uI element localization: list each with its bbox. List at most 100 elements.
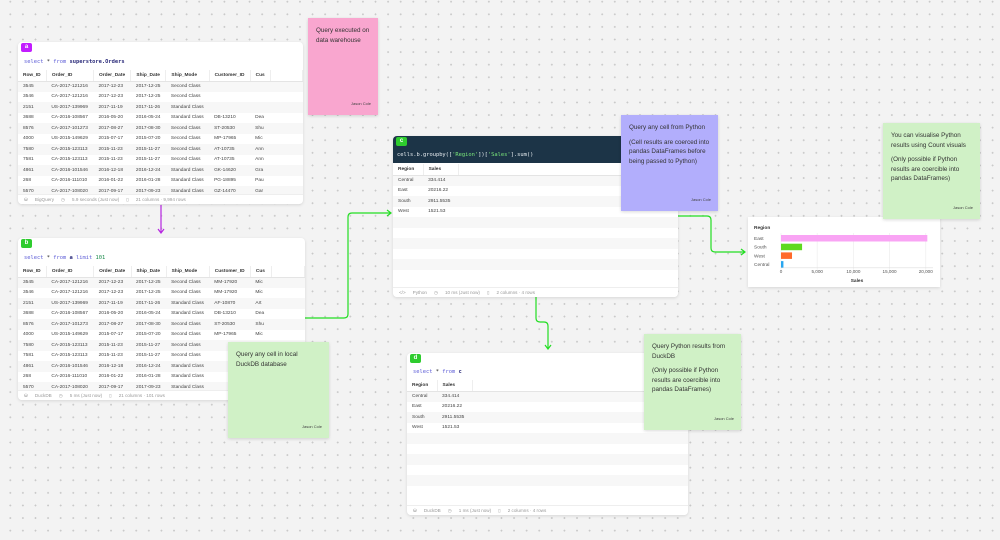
table-cell[interactable]: DB-13210 (214, 115, 236, 121)
table-cell[interactable]: 2015-11-23 (93, 144, 131, 155)
table-cell[interactable]: Mic (250, 277, 271, 288)
column-header[interactable]: Region (393, 164, 424, 176)
table-cell[interactable]: 2017-12-25 (135, 94, 161, 100)
table-cell[interactable]: 2015-07-17 (98, 332, 124, 338)
table-cell[interactable]: South (407, 412, 438, 423)
table-cell[interactable]: Second Class (166, 277, 210, 288)
table-cell[interactable]: 2017-09-17 (93, 382, 132, 393)
table-cell[interactable]: Central (407, 391, 438, 402)
sql-editor[interactable]: select * from superstore.Orders (24, 59, 125, 65)
table-cell[interactable]: 2017-11-19 (93, 102, 131, 113)
table-cell[interactable]: 2017-11-26 (131, 298, 167, 309)
table-cell[interactable]: Mic (255, 136, 263, 142)
cell-tag-c[interactable]: c (396, 137, 407, 146)
table-cell[interactable]: 2017-12-25 (131, 277, 167, 288)
table-cell[interactable]: 2015-11-27 (131, 340, 167, 351)
table-cell[interactable]: South (393, 196, 424, 207)
column-header[interactable]: Customer_ID (209, 70, 251, 82)
table-cell[interactable] (209, 92, 250, 103)
table-cell[interactable]: 2015-11-23 (98, 353, 123, 359)
table-cell[interactable]: Central (393, 175, 424, 186)
sql-editor[interactable]: select * from a limit 101 (24, 255, 105, 261)
table-cell[interactable]: 2016-05-20 (98, 115, 124, 121)
table-cell[interactable]: Second Class (166, 340, 210, 351)
table-cell[interactable]: CA-2017-101273 (46, 123, 94, 134)
table-cell[interactable]: 2015-11-23 (93, 340, 132, 351)
table-cell[interactable]: 2017-08-30 (130, 123, 166, 134)
column-header[interactable]: Ship_Date (131, 266, 167, 278)
table-cell[interactable]: 2017-08-27 (93, 123, 131, 134)
table-cell[interactable]: 8576 (18, 123, 47, 134)
table-cell[interactable]: US-2017-139969 (46, 298, 94, 309)
table-cell[interactable]: 7581 (23, 157, 34, 163)
table-cell[interactable]: 3688 (23, 115, 34, 121)
cell-a[interactable]: a select * from superstore.Orders Row_ID… (18, 42, 303, 204)
table-cell[interactable]: CA-2015-123113 (46, 144, 94, 155)
table-cell[interactable]: 5570 (18, 186, 47, 197)
column-header[interactable]: Customer_ID (209, 266, 251, 278)
table-cell[interactable]: Standard Class (166, 382, 210, 393)
table-cell[interactable]: 2016-01-28 (135, 178, 161, 184)
table-cell[interactable]: MM-17920 (214, 290, 238, 296)
table-cell[interactable] (250, 102, 271, 113)
table-cell[interactable]: Second Class (165, 144, 210, 155)
table-cell[interactable]: 3688 (23, 311, 34, 317)
table-cell[interactable]: Second Class (170, 136, 201, 142)
table-cell[interactable]: 2016-12-18 (93, 361, 132, 372)
table-cell[interactable]: 2015-07-17 (98, 136, 124, 142)
table-cell[interactable]: PG-18895 (214, 178, 236, 184)
table-cell[interactable]: Second Class (171, 332, 201, 338)
table-cell[interactable]: 1521.53 (442, 425, 460, 431)
table-cell[interactable]: Second Class (171, 353, 201, 359)
table-cell[interactable]: 2017-09-23 (130, 186, 166, 197)
sql-editor[interactable]: select * from c (413, 369, 462, 375)
table-cell[interactable]: 20216.22 (442, 404, 463, 410)
table-cell[interactable]: Dea (255, 115, 264, 121)
table-cell[interactable]: 2016-12-24 (130, 165, 166, 176)
table-cell[interactable]: 3545 (18, 81, 47, 92)
table-cell[interactable]: Mic (255, 332, 263, 338)
table-cell[interactable]: Ann (250, 144, 271, 155)
table-cell[interactable]: GK-14620 (209, 165, 251, 176)
table-cell[interactable]: 1521.53 (428, 209, 446, 215)
table-cell[interactable]: 2151 (18, 102, 47, 113)
table-cell[interactable]: AF-10870 (209, 298, 251, 309)
table-cell[interactable]: 2015-11-27 (136, 353, 161, 359)
table-cell[interactable]: 2017-12-23 (98, 94, 124, 100)
table-cell[interactable]: CA-2015-123113 (51, 157, 88, 163)
table-cell[interactable]: CA-2016-111010 (51, 178, 88, 184)
table-cell[interactable]: 2016-05-20 (98, 311, 124, 317)
column-header[interactable]: Row_ID (18, 70, 47, 82)
column-header[interactable]: Sales (423, 164, 460, 176)
table-cell[interactable]: 20216.22 (428, 188, 449, 194)
table-cell[interactable]: 2017-11-19 (93, 298, 132, 309)
table-cell[interactable]: 4861 (18, 165, 47, 176)
table-cell[interactable]: ST-20530 (209, 123, 251, 134)
table-cell[interactable]: CA-2017-121216 (51, 94, 88, 100)
table-cell[interactable]: Mic (255, 290, 263, 296)
table-cell[interactable]: 2016-12-18 (93, 165, 131, 176)
column-header[interactable]: Ship_Date (130, 70, 167, 82)
table-cell[interactable]: West (398, 209, 409, 215)
table-cell[interactable]: US-2015-149629 (51, 332, 88, 338)
table-cell[interactable]: 3546 (23, 94, 34, 100)
column-header[interactable]: Row_ID (18, 266, 47, 278)
column-header[interactable]: Order_Date (93, 70, 132, 82)
table-cell[interactable]: 4000 (23, 136, 34, 142)
table-cell[interactable]: MP-17965 (214, 136, 237, 142)
table-cell[interactable]: East (412, 404, 422, 410)
column-header[interactable]: Sales (437, 380, 474, 392)
table-cell[interactable]: Second Class (165, 81, 210, 92)
cell-b[interactable]: b select * from a limit 101 Row_ID Order_… (18, 238, 305, 400)
table-cell[interactable]: Shu (250, 319, 271, 330)
column-header[interactable]: Order_Date (93, 266, 132, 278)
table-cell[interactable] (209, 102, 251, 113)
cell-tag-b[interactable]: b (21, 239, 32, 248)
table-cell[interactable]: Second Class (171, 290, 201, 296)
table-cell[interactable]: Second Class (170, 94, 201, 100)
column-header[interactable]: Ship_Mode (166, 266, 210, 278)
table-cell[interactable]: 8576 (18, 319, 47, 330)
